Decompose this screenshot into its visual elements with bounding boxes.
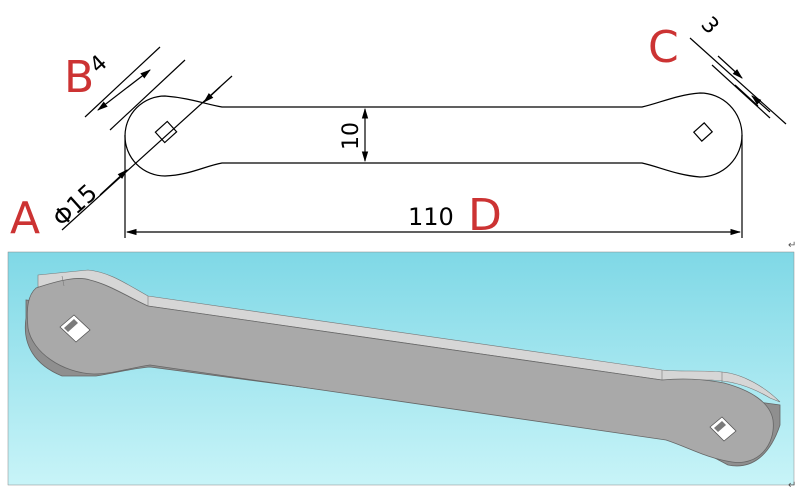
part-edge-seg-1 [61,275,65,287]
dim-arrow-diameter-a [99,169,128,196]
part-outline [124,92,743,178]
part-main-face [26,278,774,463]
letter-c: C [648,22,679,73]
dim-line-small-hole [97,69,151,111]
dim-line-right-hole [717,55,743,79]
label-right-hole-width: 3 [696,12,724,39]
label-overall-length: 110 [408,203,454,231]
letter-d: D [468,190,502,241]
right-hole [692,122,714,142]
technical-drawing [61,37,787,238]
part-hole-left-inner [64,319,78,332]
label-large-end-diameter: Φ15 [47,179,102,233]
part-3d-render [24,269,781,467]
part-hole-right [709,416,737,442]
dim-ext-right-2 [711,64,771,119]
letter-b: B [64,52,94,103]
part-hole-right-inner [714,421,726,432]
dim-arrow-diameter-b [203,86,221,103]
part-hole-left [59,314,91,343]
label-bar-height: 10 [339,122,364,150]
paragraph-mark-top: ↵ [788,240,796,251]
left-hole [154,120,178,144]
dim-ext-left-2 [109,59,186,131]
letter-a: A [10,193,40,244]
dim-line-right-hole-b [751,95,771,113]
paragraph-mark-bottom: ↵ [788,480,796,491]
dim-ext-right-1 [689,37,787,125]
